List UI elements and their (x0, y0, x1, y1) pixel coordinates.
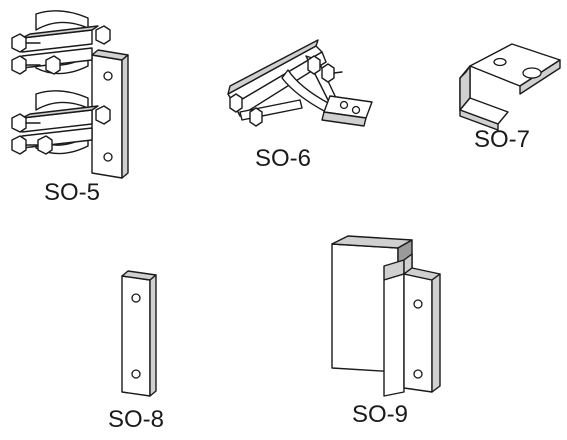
double-pipe-clamp-bracket-icon (11, 10, 129, 179)
channel-plate-bracket-icon (331, 235, 441, 397)
part-label-so7: SO-7 (474, 126, 531, 153)
part-label-so5: SO-5 (44, 179, 101, 206)
angled-clamp-bracket-icon (227, 39, 373, 127)
part-label-so6: SO-6 (255, 145, 312, 172)
part-label-so8: SO-8 (108, 406, 165, 433)
part-label-so9: SO-9 (352, 401, 409, 428)
flat-plate-icon (121, 270, 157, 397)
z-bracket-icon (459, 43, 561, 131)
